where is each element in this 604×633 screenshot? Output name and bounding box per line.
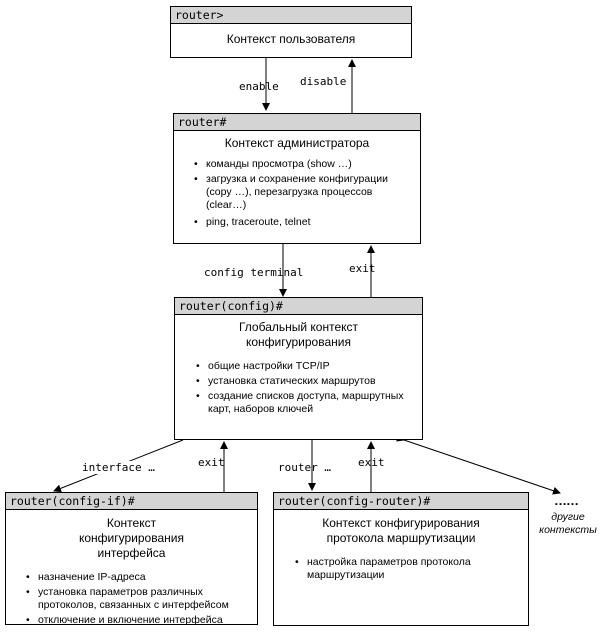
admin-context-list: •команды просмотра (show …) •загрузка и … bbox=[194, 158, 414, 229]
user-context-title: Контекст пользователя bbox=[226, 32, 356, 46]
user-context-box: router> Контекст пользователя bbox=[170, 6, 412, 58]
bullet-icon: • bbox=[26, 586, 30, 598]
list-item: •команды просмотра (show …) bbox=[194, 158, 352, 170]
bullet-icon: • bbox=[295, 556, 299, 568]
admin-context-header: router# bbox=[174, 114, 420, 131]
admin-context-box: router# Контекст администратора •команды… bbox=[173, 113, 421, 244]
config-context-title: Глобальный контекст конфигурирования bbox=[238, 320, 359, 349]
other-contexts-text: другие контексты bbox=[539, 511, 597, 536]
bullet-icon: • bbox=[26, 571, 30, 583]
interface-context-header: router(config-if)# bbox=[6, 493, 257, 510]
list-item: •настройка параметров протокола маршрути… bbox=[295, 556, 471, 581]
list-item: •общие настройки TCP/IP bbox=[196, 360, 330, 372]
enable-label: enable bbox=[239, 80, 279, 93]
other-contexts: …… другие контексты bbox=[530, 494, 602, 537]
exit-admin-label: exit bbox=[349, 262, 376, 275]
config-context-box: router(config)# Глобальный контекст конф… bbox=[174, 297, 423, 440]
list-item: •установка параметров различных протокол… bbox=[26, 586, 229, 611]
interface-context-list: •назначение IP-адреса •установка парамет… bbox=[26, 571, 251, 627]
disable-label: disable bbox=[300, 75, 347, 88]
router-context-list: •настройка параметров протокола маршрути… bbox=[295, 556, 522, 582]
exit-if-label: exit bbox=[198, 456, 225, 469]
list-item: •загрузка и сохранение конфигурации (cop… bbox=[194, 173, 388, 211]
exit-router-label: exit bbox=[358, 456, 385, 469]
config-context-header: router(config)# bbox=[175, 298, 422, 315]
bullet-icon: • bbox=[194, 216, 198, 228]
bullet-icon: • bbox=[194, 158, 198, 170]
bullet-icon: • bbox=[194, 173, 198, 185]
bullet-icon: • bbox=[196, 390, 200, 402]
list-item: •отключение и включение интерфейса bbox=[26, 614, 223, 626]
other-contexts-dots: …… bbox=[554, 493, 579, 508]
bullet-icon: • bbox=[196, 360, 200, 372]
bullet-icon: • bbox=[196, 375, 200, 387]
other-contexts-arrow bbox=[396, 433, 561, 495]
router-context-title: Контекст конфигурирования протокола марш… bbox=[322, 516, 480, 545]
router-context-box: router(config-router)# Контекст конфигур… bbox=[273, 492, 529, 626]
list-item: •создание списков доступа, маршрутных ка… bbox=[196, 390, 404, 415]
router-label: router … bbox=[278, 461, 331, 474]
user-context-header: router> bbox=[171, 7, 411, 24]
bullet-icon: • bbox=[26, 614, 30, 626]
config-terminal-label: config terminal bbox=[204, 266, 304, 279]
list-item: •установка статических маршрутов bbox=[196, 375, 376, 387]
router-context-header: router(config-router)# bbox=[274, 493, 528, 510]
interface-context-box: router(config-if)# Контекст конфигуриров… bbox=[5, 492, 258, 627]
admin-context-title: Контекст администратора bbox=[224, 136, 370, 150]
list-item: •назначение IP-адреса bbox=[26, 571, 146, 583]
interface-context-title: Контекст конфигурирования интерфейса bbox=[79, 516, 184, 560]
list-item: •ping, traceroute, telnet bbox=[194, 216, 311, 228]
config-context-list: •общие настройки TCP/IP •установка стати… bbox=[196, 360, 416, 416]
interface-label: interface … bbox=[82, 461, 155, 474]
